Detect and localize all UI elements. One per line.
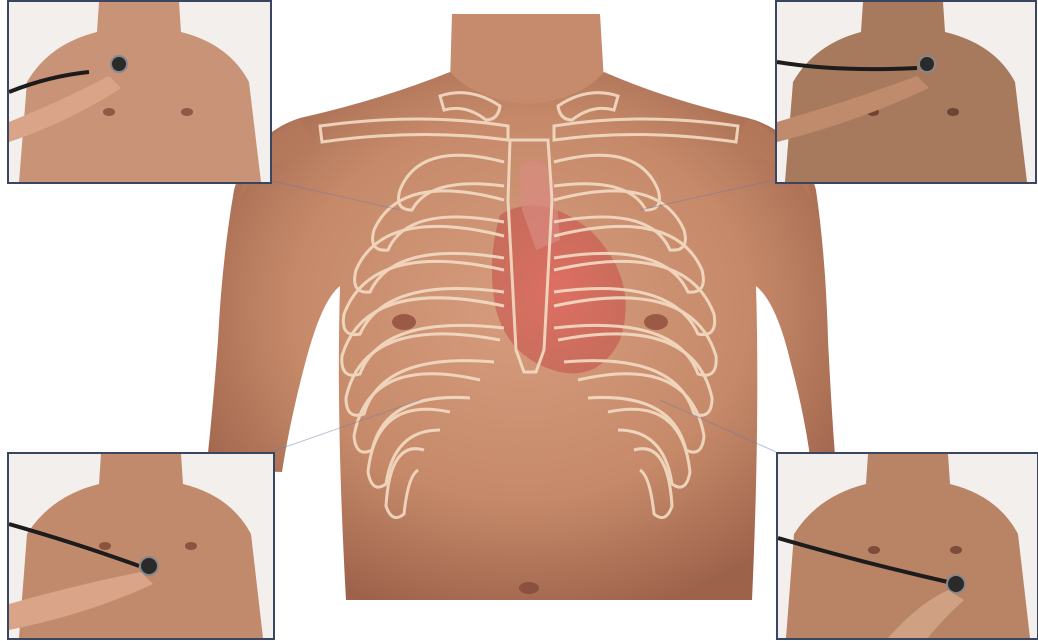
stethoscope-exam-photo bbox=[9, 454, 273, 638]
stethoscope-exam-photo bbox=[777, 2, 1035, 182]
inset-photo-top-right bbox=[775, 0, 1037, 184]
stethoscope-exam-photo bbox=[9, 2, 270, 182]
stethoscope-chestpiece-icon bbox=[140, 557, 158, 575]
inset-photo-bottom-right bbox=[776, 452, 1038, 640]
inset-photo-top-left bbox=[7, 0, 272, 184]
stethoscope-chestpiece-icon bbox=[947, 575, 965, 593]
inset-photo-bottom-left bbox=[7, 452, 275, 640]
stethoscope-exam-photo bbox=[778, 454, 1037, 638]
stethoscope-chestpiece-icon bbox=[919, 56, 935, 72]
stethoscope-chestpiece-icon bbox=[111, 56, 127, 72]
